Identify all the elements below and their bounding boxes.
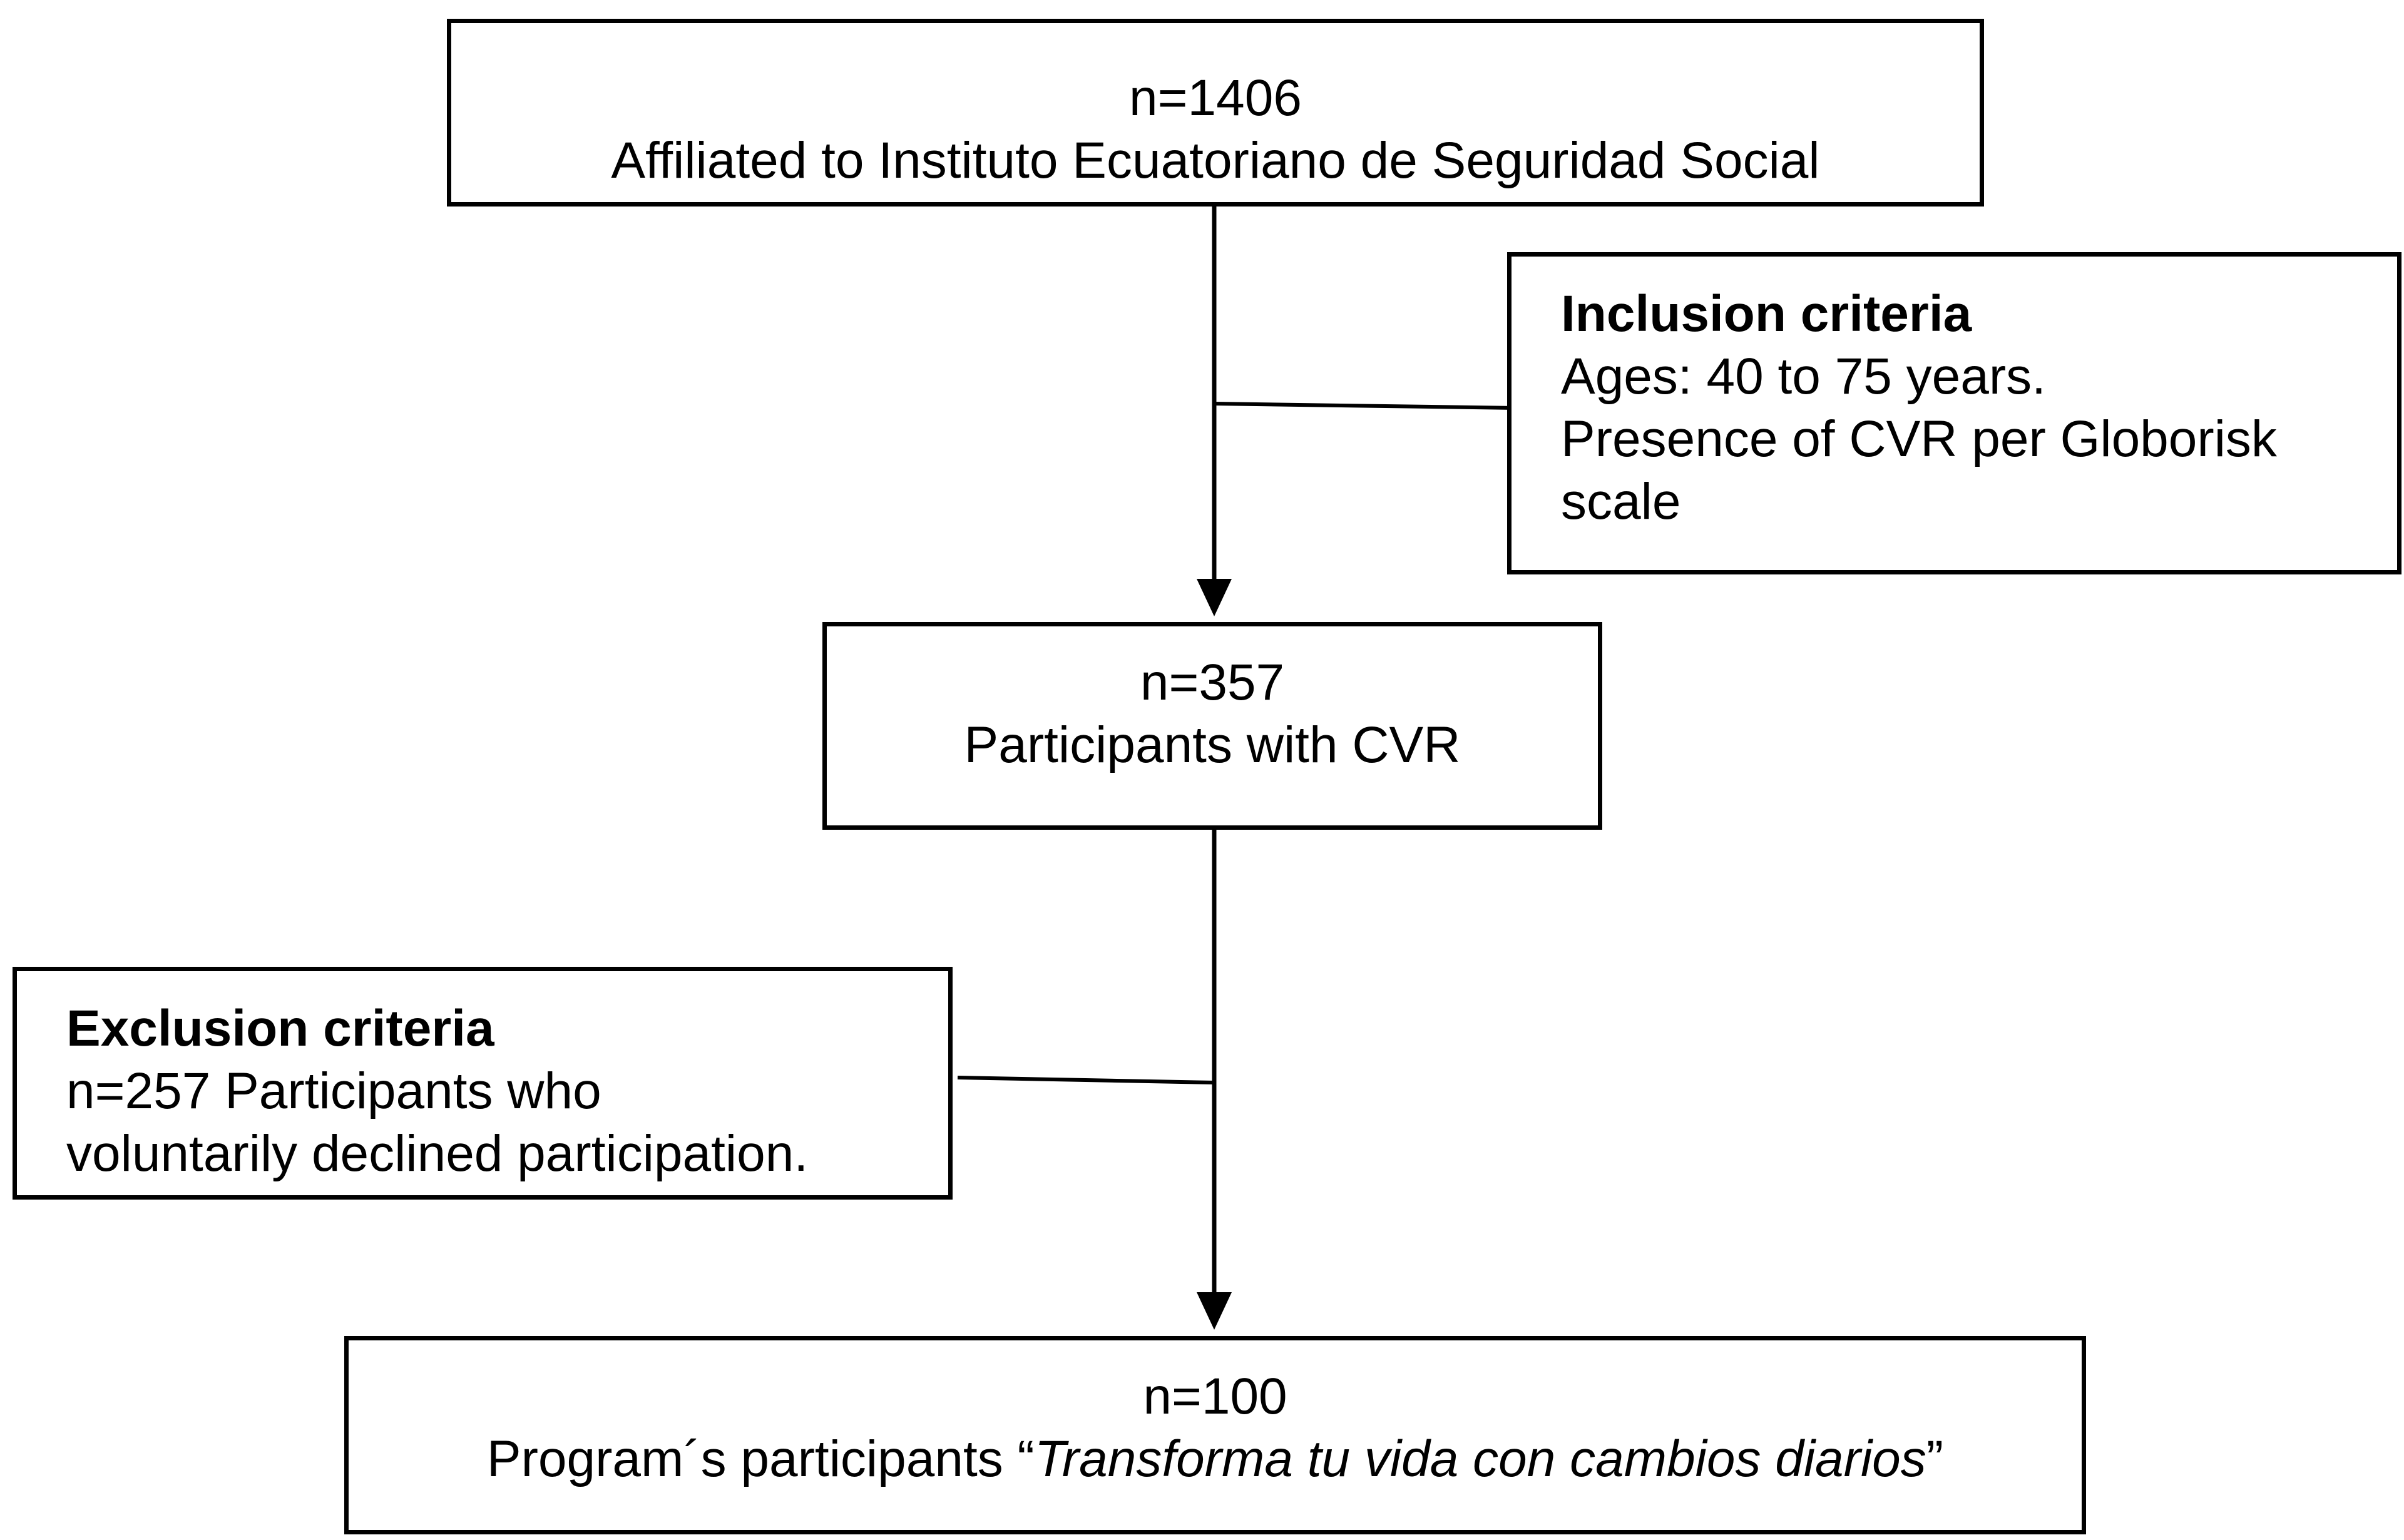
total-count: n=1406	[1129, 69, 1302, 126]
cvr-participants-box: n=357 Participants with CVR	[822, 622, 1602, 830]
inclusion-heading: Inclusion criteria	[1561, 285, 1972, 342]
program-title: Transforma tu vida con cambios diarios	[1034, 1430, 1926, 1487]
program-prefix: Program´s participants “	[486, 1430, 1035, 1487]
program-description: Program´s participants “Transforma tu vi…	[349, 1428, 2082, 1491]
total-population-box: n=1406 Affiliated to Instituto Ecuatoria…	[447, 19, 1984, 207]
exclusion-line: voluntarily declined participation.	[66, 1125, 809, 1182]
inclusion-line: Presence of CVR per Globorisk	[1561, 410, 2277, 467]
cvr-description: Participants with CVR	[964, 716, 1461, 773]
arrowhead-program	[1197, 1292, 1232, 1330]
exclusion-criteria-box: Exclusion criteria n=257 Participants wh…	[13, 967, 953, 1200]
exclusion-line: n=257 Participants who	[66, 1063, 601, 1119]
connector-inclusion	[1214, 402, 1515, 410]
cvr-count: n=357	[1140, 654, 1285, 711]
arrowhead-cvr	[1197, 579, 1232, 616]
total-description: Affiliated to Instituto Ecuatoriano de S…	[611, 132, 1820, 189]
inclusion-criteria-box: Inclusion criteria Ages: 40 to 75 years.…	[1507, 252, 2401, 574]
inclusion-line: Ages: 40 to 75 years.	[1561, 348, 2046, 405]
exclusion-heading: Exclusion criteria	[66, 1000, 494, 1057]
program-suffix: ”	[1926, 1430, 1944, 1487]
connector-exclusion	[957, 1076, 1215, 1084]
inclusion-line: scale	[1561, 473, 1681, 530]
program-participants-box: n=100 Program´s participants “Transforma…	[344, 1336, 2086, 1534]
program-count: n=100	[1143, 1368, 1287, 1425]
